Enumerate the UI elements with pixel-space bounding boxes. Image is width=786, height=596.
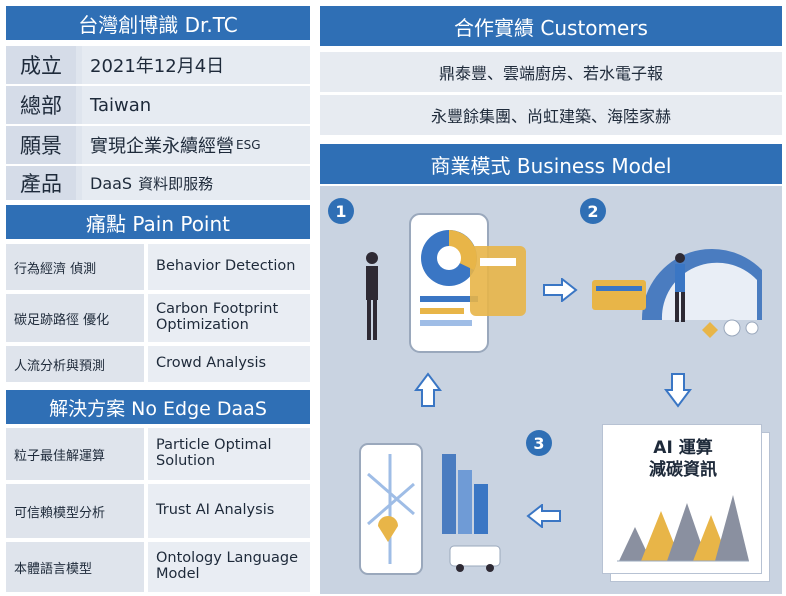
customers-line: 鼎泰豐、雲端廚房、若水電子報 [320, 52, 782, 92]
pain-en: Carbon Footprint Optimization [148, 294, 310, 342]
customers-title: 合作實績 Customers [454, 15, 648, 40]
company-header: 台灣創博識 Dr.TC [6, 6, 310, 40]
info-label: 總部 [6, 86, 76, 124]
info-row-hq: 總部 Taiwan [6, 86, 310, 124]
solution-row: 可信賴模型分析 Trust AI Analysis [6, 484, 310, 538]
arrow-up-icon [414, 372, 442, 407]
solution-en: Ontology Language Model [148, 542, 310, 592]
pain-title: 痛點 Pain Point [85, 211, 231, 236]
step-badge-2: 2 [580, 198, 606, 224]
arrow-down-icon [664, 373, 692, 408]
info-value-suffix: ESG [236, 138, 261, 152]
finance-gauge-illustration [592, 248, 762, 338]
solution-row: 粒子最佳解運算 Particle Optimal Solution [6, 428, 310, 480]
ai-report-title-2: 減碳資訊 [649, 460, 717, 480]
step-badge-3: 3 [526, 430, 552, 456]
info-value: 實現企業永續經營 ESG [82, 126, 310, 164]
info-value-text: 實現企業永續經營 [90, 136, 234, 157]
company-title: 台灣創博識 Dr.TC [78, 12, 238, 37]
solution-zh: 可信賴模型分析 [6, 484, 144, 538]
ai-report-title-1: AI 運算 [653, 438, 713, 458]
phone-dashboard-illustration [366, 213, 526, 353]
business-title: 商業模式 Business Model [430, 153, 672, 178]
solution-zh: 粒子最佳解運算 [6, 428, 144, 480]
pain-en: Crowd Analysis [148, 346, 310, 382]
info-label: 願景 [6, 126, 76, 164]
solution-header: 解決方案 No Edge DaaS [6, 390, 310, 424]
info-label: 成立 [6, 46, 76, 84]
info-value-suffix: 資料即服務 [138, 174, 214, 193]
info-value: Taiwan [82, 86, 310, 124]
solution-en: Particle Optimal Solution [148, 428, 310, 480]
business-header: 商業模式 Business Model [320, 144, 782, 184]
city-map-illustration [359, 443, 501, 575]
customers-header: 合作實績 Customers [320, 6, 782, 46]
info-value-text: DaaS [90, 173, 133, 193]
info-label: 產品 [6, 166, 76, 200]
pain-row: 行為經濟 偵測 Behavior Detection [6, 244, 310, 290]
info-row-product: 產品 DaaS 資料即服務 [6, 166, 310, 200]
pain-zh: 碳足跡路徑 優化 [6, 294, 144, 342]
solution-row: 本體語言模型 Ontology Language Model [6, 542, 310, 592]
info-value: 2021年12月4日 [82, 46, 310, 84]
solution-zh: 本體語言模型 [6, 542, 144, 592]
pain-zh: 人流分析與預測 [6, 346, 144, 382]
pain-row: 人流分析與預測 Crowd Analysis [6, 346, 310, 382]
info-row-vision: 願景 實現企業永續經營 ESG [6, 126, 310, 164]
pain-en: Behavior Detection [148, 244, 310, 290]
pain-header: 痛點 Pain Point [6, 205, 310, 239]
info-value: DaaS 資料即服務 [82, 166, 310, 200]
ai-report-card: AI 運算 減碳資訊 [602, 424, 762, 574]
solution-en: Trust AI Analysis [148, 484, 310, 538]
business-diagram: 1 2 3 [320, 186, 782, 594]
pain-zh: 行為經濟 偵測 [6, 244, 144, 290]
pain-row: 碳足跡路徑 優化 Carbon Footprint Optimization [6, 294, 310, 342]
mountain-chart-graphic [617, 495, 749, 562]
arrow-left-icon [526, 504, 561, 528]
info-row-founded: 成立 2021年12月4日 [6, 46, 310, 84]
arrow-right-icon [543, 278, 578, 302]
solution-title: 解決方案 No Edge DaaS [49, 397, 267, 420]
customers-line: 永豐餘集團、尚虹建築、海陸家赫 [320, 95, 782, 135]
step-badge-1: 1 [328, 198, 354, 224]
